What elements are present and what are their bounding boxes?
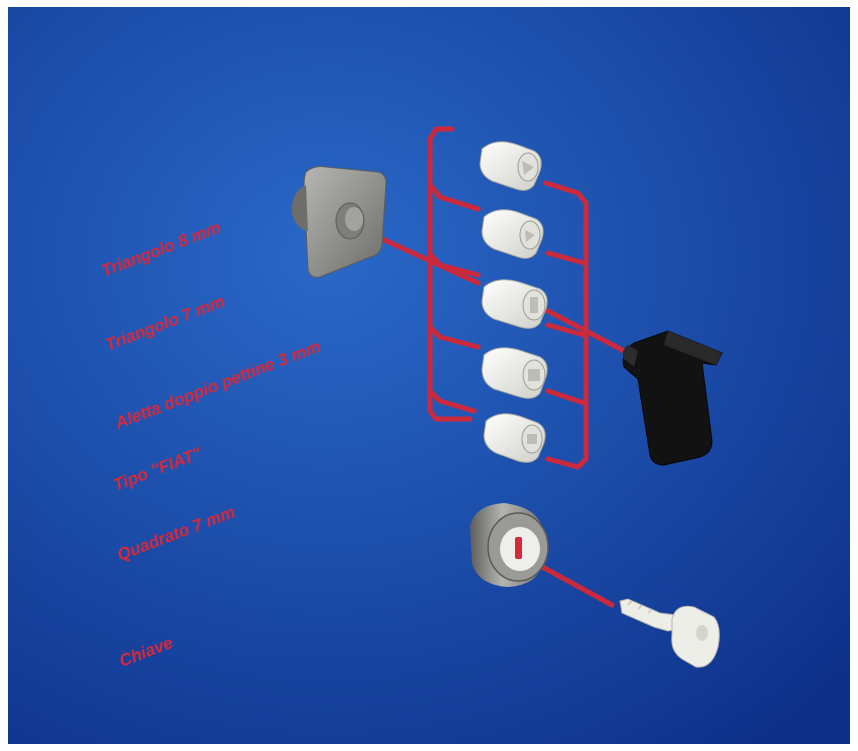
exploded-assembly-diagram: Triangolo 8 mm Triangolo 7 mm Aletta dop… <box>8 7 850 744</box>
product-diagram: Triangolo 8 mm Triangolo 7 mm Aletta dop… <box>8 7 850 744</box>
